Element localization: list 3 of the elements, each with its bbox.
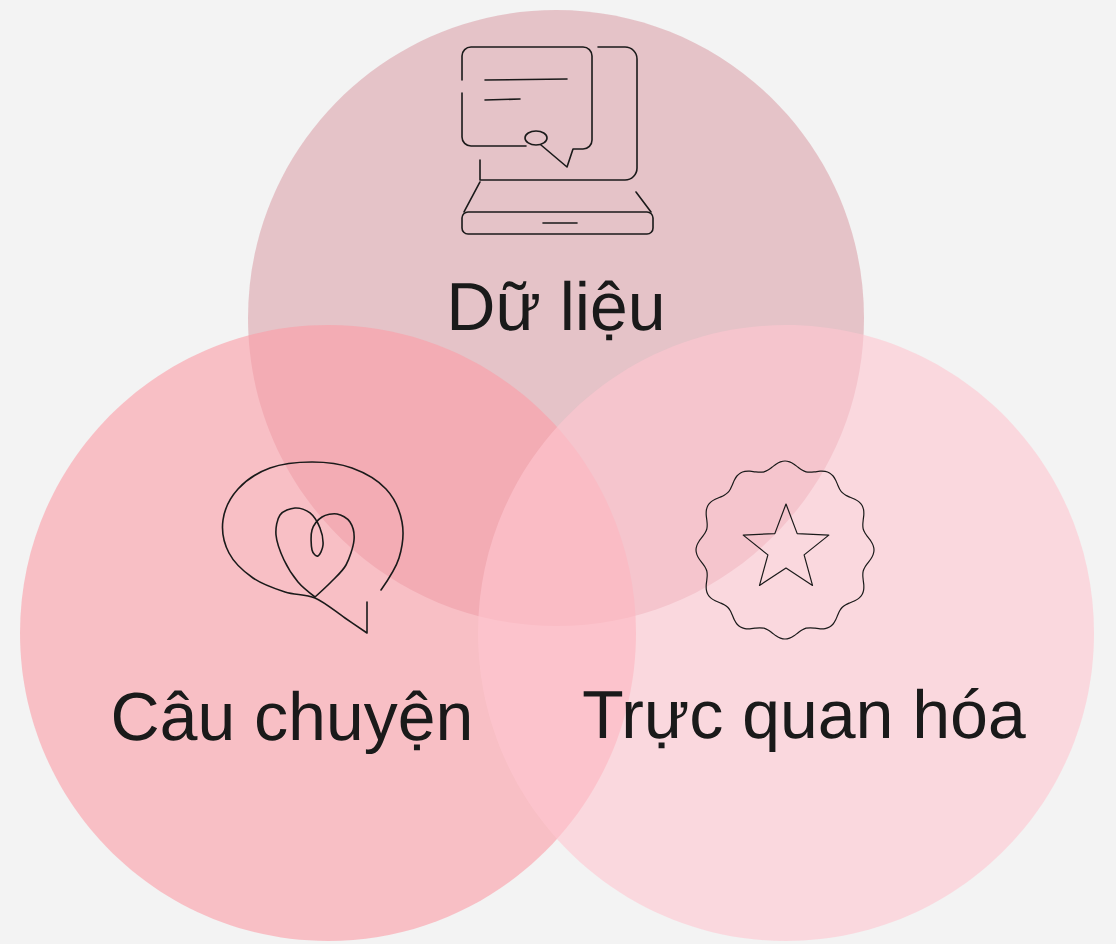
circle-label: Trực quan hóa <box>583 687 1026 753</box>
circle-label: Câu chuyện <box>114 690 469 755</box>
circle-label: Dữ liệu <box>451 280 662 341</box>
